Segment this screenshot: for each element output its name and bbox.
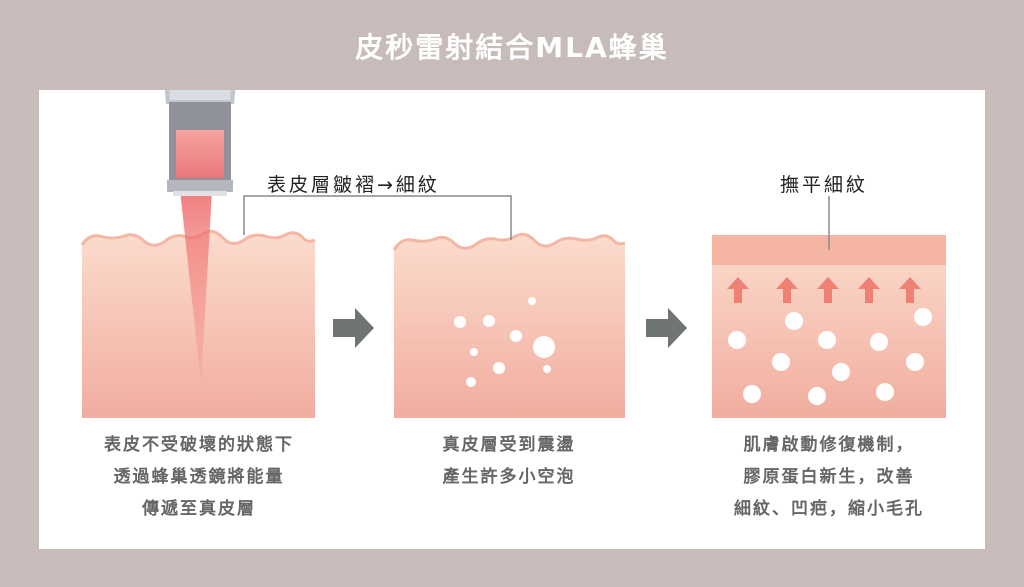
diagram-card: 表皮層皺褶→細紋 撫平細紋 表皮不受破壞的狀態下 透過蜂巢透鏡將能量 傳遞至真皮… bbox=[39, 90, 985, 549]
smooth-label: 撫平細紋 bbox=[780, 174, 869, 196]
skin-block-2 bbox=[394, 234, 625, 418]
right-arrow-icon bbox=[333, 308, 374, 348]
caption-line: 透過蜂巢透鏡將能量 bbox=[113, 467, 285, 487]
laser-handpiece-icon bbox=[164, 90, 236, 196]
page-title: 皮秒雷射結合MLA蜂巢 bbox=[355, 31, 669, 64]
caption-line: 傳遞至真皮層 bbox=[142, 499, 256, 519]
caption-line: 表皮不受破壞的狀態下 bbox=[104, 435, 294, 455]
bubbles-2 bbox=[454, 297, 555, 387]
wrinkle-label: 表皮層皺褶→細紋 bbox=[267, 174, 440, 196]
caption-line: 真皮層受到震盪 bbox=[442, 435, 576, 455]
skin-wave-edge-2 bbox=[392, 232, 626, 251]
caption-line: 肌膚啟動修復機制， bbox=[743, 435, 915, 455]
diagram-svg bbox=[80, 90, 946, 418]
wrinkle-bracket bbox=[243, 195, 512, 240]
caption-step-1: 表皮不受破壞的狀態下 透過蜂巢透鏡將能量 傳遞至真皮層 bbox=[59, 429, 339, 525]
right-arrow-icon-2 bbox=[646, 308, 687, 348]
caption-step-2: 真皮層受到震盪 產生許多小空泡 bbox=[369, 429, 649, 493]
caption-line: 膠原蛋白新生，改善 bbox=[743, 467, 915, 487]
caption-line: 產生許多小空泡 bbox=[442, 467, 576, 487]
caption-line: 細紋、凹疤，縮小毛孔 bbox=[734, 499, 924, 519]
laser-beam bbox=[180, 190, 212, 384]
bubbles-3 bbox=[728, 308, 932, 405]
caption-step-3: 肌膚啟動修復機制， 膠原蛋白新生，改善 細紋、凹疤，縮小毛孔 bbox=[689, 429, 969, 525]
up-arrow-icon bbox=[727, 277, 921, 303]
